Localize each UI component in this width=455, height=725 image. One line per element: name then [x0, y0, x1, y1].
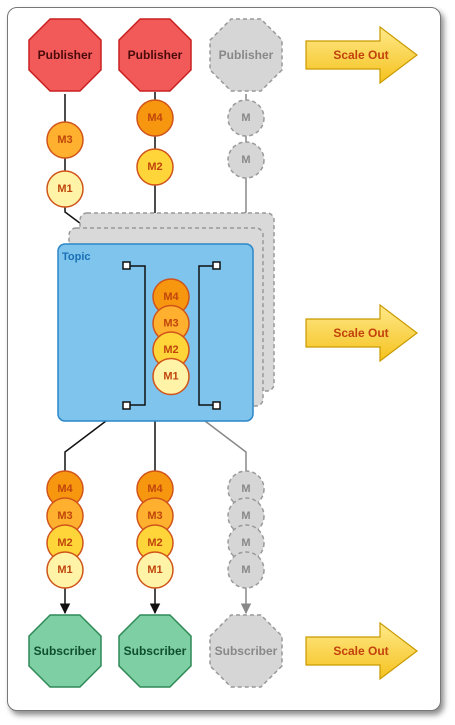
- topic-message-4: [152, 357, 190, 396]
- subscriber-1-message-3-label: M2: [57, 537, 72, 549]
- publisher-1-message-2-label: M1: [57, 183, 72, 195]
- topic-message-4-label: M1: [163, 371, 178, 383]
- scale-out-label-2: Scale Out: [333, 326, 388, 340]
- subscriber-1-message-4-label: M1: [57, 564, 72, 576]
- subscriber-3-message-4-label: M: [241, 564, 250, 576]
- publisher-2-message-1: [136, 99, 174, 137]
- subscriber-3-message-3-label: M: [241, 537, 250, 549]
- scale-out-arrow-3: [305, 621, 418, 681]
- subscriber-2-message-2-label: M3: [147, 510, 162, 522]
- publisher-3-message-1: [227, 99, 265, 137]
- subscriber-2-message-4: [136, 551, 174, 589]
- publisher-label-2: Publisher: [128, 48, 183, 62]
- publisher-node-1: [28, 18, 102, 92]
- topic-label: Topic: [62, 251, 91, 263]
- topic-message-1-label: M4: [163, 291, 179, 303]
- topic-queue-bracket: [122, 261, 221, 410]
- publisher-node-3: [209, 18, 283, 92]
- subscriber-node-1: [28, 614, 102, 688]
- topic-message-3-label: M2: [163, 344, 178, 356]
- subscriber-label-1: Subscriber: [34, 644, 97, 658]
- publisher-1-message-1: [46, 121, 84, 159]
- subscriber-2-message-1-label: M4: [147, 483, 163, 495]
- subscriber-label-2: Subscriber: [124, 644, 187, 658]
- publisher-node-2: [118, 18, 192, 92]
- publisher-1-message-1-label: M3: [57, 134, 72, 146]
- publisher-3-message-1-label: M: [241, 112, 250, 124]
- publisher-3-message-2: [227, 141, 265, 179]
- subscriber-2-message-3-label: M2: [147, 537, 162, 549]
- scale-out-arrow-1: [305, 25, 418, 85]
- subscriber-3-message-1-label: M: [241, 483, 250, 495]
- scale-out-label-1: Scale Out: [333, 48, 388, 62]
- subscriber-3-message-4: [227, 551, 265, 589]
- subscriber-node-3: [209, 614, 283, 688]
- publisher-1-message-2: [46, 170, 84, 208]
- subscriber-2-message-4-label: M1: [147, 564, 162, 576]
- subscriber-3-message-2-label: M: [241, 510, 250, 522]
- subscriber-label-3: Subscriber: [215, 644, 278, 658]
- topic-message-2-label: M3: [163, 318, 178, 330]
- publisher-3-message-2-label: M: [241, 154, 250, 166]
- publisher-label-3: Publisher: [219, 48, 274, 62]
- subscriber-1-message-4: [46, 551, 84, 589]
- subscriber-1-message-2-label: M3: [57, 510, 72, 522]
- publisher-2-message-2-label: M2: [147, 161, 162, 173]
- scale-out-label-3: Scale Out: [333, 644, 388, 658]
- publisher-2-message-1-label: M4: [147, 112, 163, 124]
- subscriber-node-2: [118, 614, 192, 688]
- scale-out-arrow-2: [305, 303, 418, 363]
- subscriber-1-message-1-label: M4: [57, 483, 73, 495]
- publisher-label-1: Publisher: [38, 48, 93, 62]
- publisher-2-message-2: [136, 148, 174, 186]
